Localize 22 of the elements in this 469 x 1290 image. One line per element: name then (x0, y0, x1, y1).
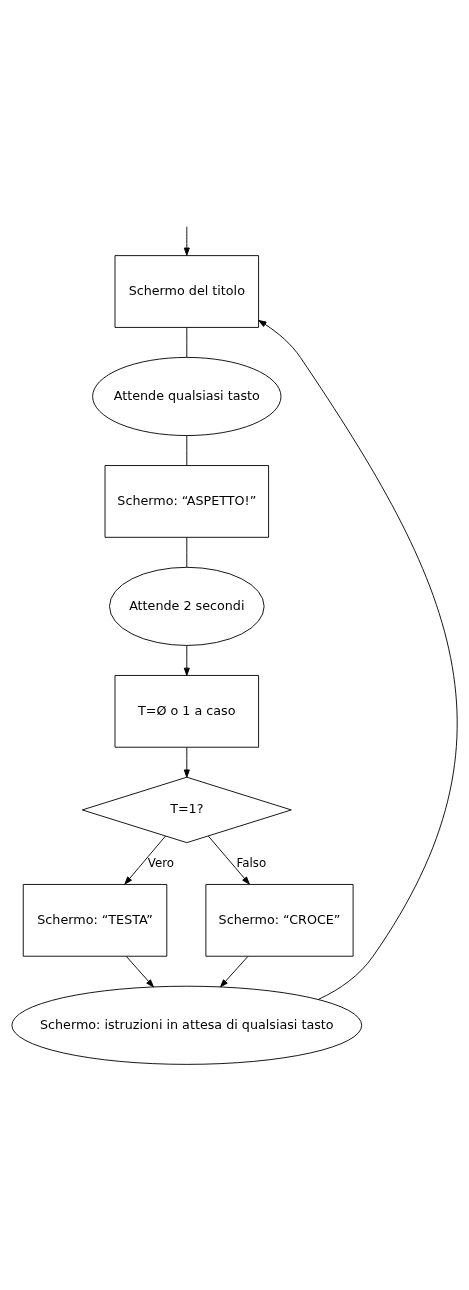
node-box: Schermo: “TESTA” (22, 884, 168, 957)
node-box: Schermo: “CROCE” (205, 884, 354, 957)
arrow (183, 226, 190, 256)
arrow (125, 956, 154, 988)
arrow (183, 747, 190, 778)
edge-label: Vero (147, 855, 175, 870)
node-box: T=Ø o 1 a caso (114, 675, 260, 748)
arrow (124, 835, 166, 885)
node-ellipse: Schermo: istruzioni in attesa di qualsiasi tasto (11, 985, 363, 1065)
node-box: Schermo: “ASPETTO!” (104, 465, 270, 538)
arrow (207, 835, 250, 885)
connector (186, 537, 188, 568)
connector (186, 435, 188, 466)
node-box: Schermo del titolo (114, 255, 260, 328)
arrow (220, 956, 249, 988)
connector (186, 327, 188, 358)
node-diamond: T=1? (81, 776, 292, 844)
node-ellipse: Attende qualsiasi tasto (92, 356, 282, 436)
node-ellipse: Attende 2 secondi (109, 566, 265, 646)
arrow (183, 645, 190, 676)
edge-label: Falso (236, 855, 267, 870)
arrow (258, 320, 458, 1000)
